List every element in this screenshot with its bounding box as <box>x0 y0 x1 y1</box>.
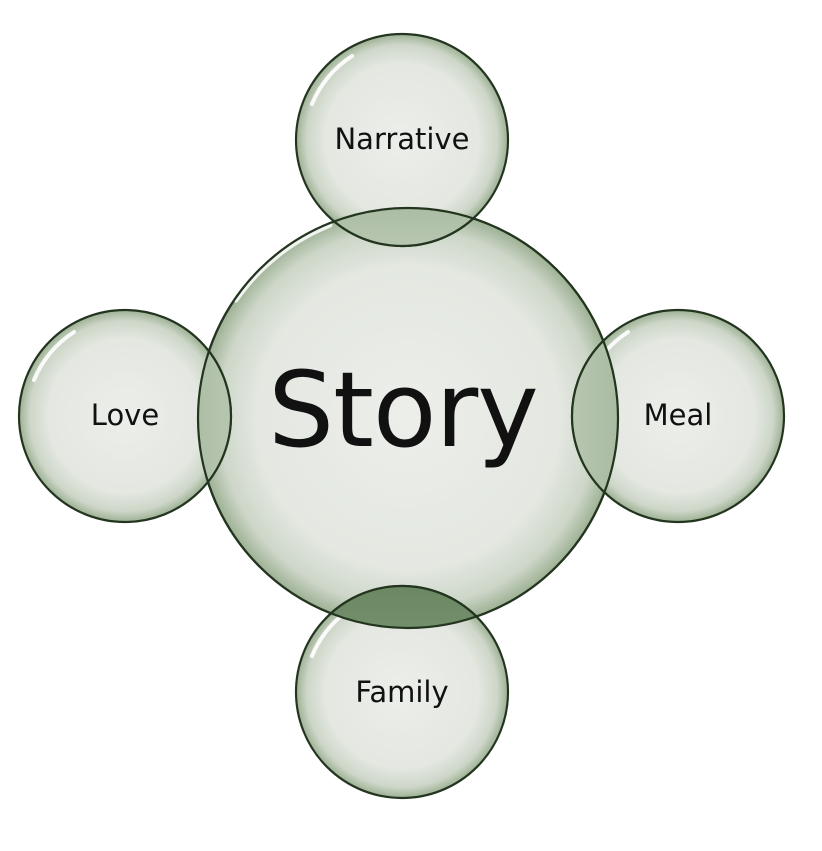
satellite-label-right: Meal <box>644 398 713 432</box>
overlap-left <box>198 308 233 524</box>
satellite-bubble-bottom <box>294 584 510 800</box>
satellite-label-left: Love <box>91 398 159 432</box>
overlap-lenses <box>198 208 618 628</box>
center-label: Story <box>268 349 538 471</box>
overlap-bottom <box>294 584 510 628</box>
satellite-label-top: Narrative <box>334 122 469 156</box>
overlap-top <box>294 208 510 248</box>
overlap-right <box>570 308 618 524</box>
center-outline <box>196 206 620 630</box>
satellite-label-bottom: Family <box>355 675 448 709</box>
